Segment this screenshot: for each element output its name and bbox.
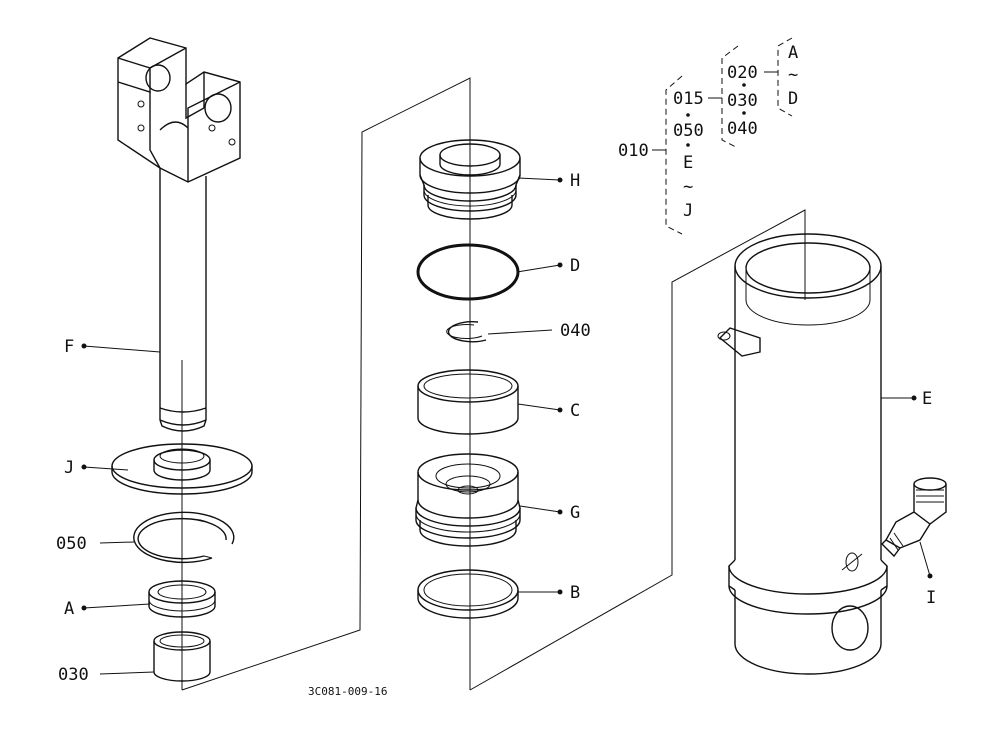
- bushing-a: [148, 580, 216, 618]
- assembly-tree: 010 015 050 E ~ J 020 030 040 A ~ D: [618, 37, 798, 235]
- callout-030: 030: [58, 665, 89, 685]
- callout-050: 050: [56, 534, 87, 554]
- tree-l1-b: 050: [673, 121, 704, 141]
- tree-l1-tilde: ~: [683, 177, 693, 197]
- callout-e: E: [922, 389, 932, 409]
- tree-l1-c: E: [683, 153, 693, 173]
- callout-a: A: [64, 599, 74, 619]
- callout-f: F: [64, 337, 74, 357]
- drawing-id: 3C081-009-16: [308, 685, 387, 698]
- callout-h: H: [570, 171, 580, 191]
- tree-root: 010: [618, 141, 649, 161]
- assembly-guide-lines: [181, 77, 806, 691]
- bushing-030: [153, 631, 211, 682]
- piston-rod: [117, 37, 241, 432]
- callout-040: 040: [560, 321, 591, 341]
- tree-l3-b: D: [788, 89, 798, 109]
- tree-l3-a: A: [788, 43, 798, 63]
- elbow-fitting-i: [881, 477, 947, 558]
- washer-j: [111, 443, 253, 495]
- tree-l2-b: 030: [727, 91, 758, 111]
- callout-g: G: [570, 503, 580, 523]
- callout-b: B: [570, 583, 580, 603]
- collar-c: [417, 369, 519, 435]
- callout-c: C: [570, 401, 580, 421]
- tree-l2-c: 040: [727, 119, 758, 139]
- tree-l2-a: 020: [727, 63, 758, 83]
- callout-labels: F J 050 A 030 H D 040 C G B E I: [56, 171, 936, 685]
- snap-ring-050: [133, 511, 235, 564]
- tree-l1-a: 015: [673, 89, 704, 109]
- ring-b: [417, 569, 519, 619]
- tree-l3-tilde: ~: [788, 65, 798, 85]
- callout-i: I: [926, 588, 936, 608]
- callout-j: J: [64, 458, 74, 478]
- cylinder-tube-e: [717, 233, 888, 675]
- o-ring-d: [416, 243, 520, 301]
- piston-g: [415, 453, 521, 547]
- callout-d: D: [570, 256, 580, 276]
- tree-l1-d: J: [683, 201, 693, 221]
- gland-h: [419, 139, 521, 220]
- ring-040: [446, 321, 487, 343]
- leader-lines: [81, 177, 933, 675]
